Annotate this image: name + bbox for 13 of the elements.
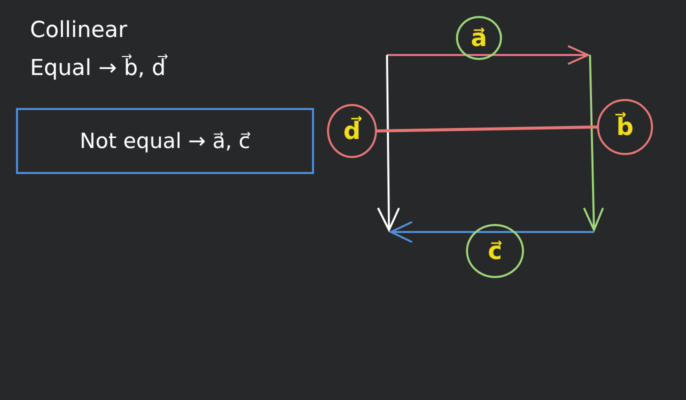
note-text: Equal → b⃗, d⃗ bbox=[30, 56, 166, 81]
note-box bbox=[16, 108, 314, 174]
note-text: Collinear bbox=[30, 18, 128, 43]
vector-label bbox=[466, 224, 524, 278]
vector-label bbox=[456, 16, 502, 60]
node-text: b⃗ bbox=[616, 113, 634, 141]
node-text: a⃗ bbox=[470, 24, 488, 52]
vector-label bbox=[597, 99, 653, 155]
node-text: c⃗ bbox=[488, 237, 502, 265]
node-text: Not equal → a⃗, c⃗ bbox=[80, 129, 250, 153]
vector-label bbox=[327, 104, 377, 158]
connector-line bbox=[376, 126, 598, 132]
node-text: d⃗ bbox=[343, 117, 361, 145]
